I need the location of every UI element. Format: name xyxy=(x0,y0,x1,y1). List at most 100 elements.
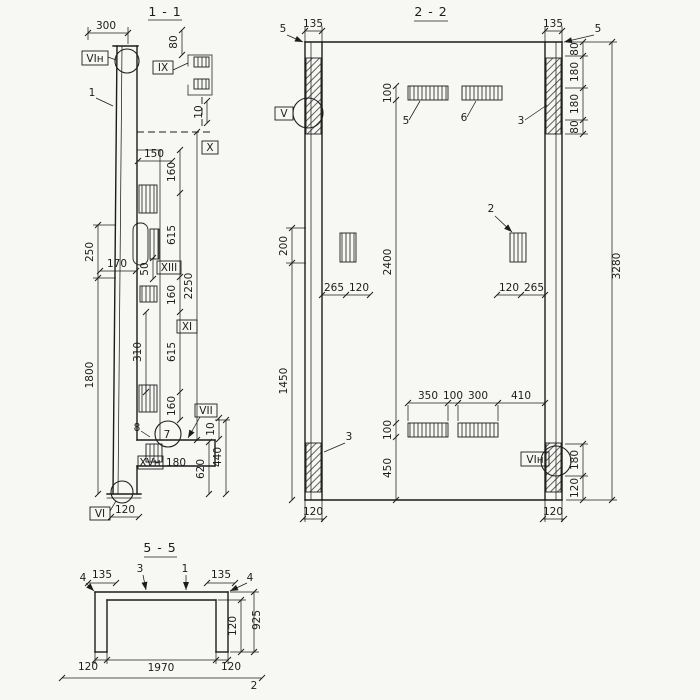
dim-120-bottom-right: 120 xyxy=(543,506,563,518)
embed-plate xyxy=(457,422,499,438)
dim-1450: 1450 xyxy=(278,368,290,395)
section-title: 2 - 2 xyxy=(414,4,447,19)
dim-135-left: 135 xyxy=(92,569,112,581)
section-2-2-outlines xyxy=(304,41,563,501)
slot-capsule xyxy=(132,222,149,266)
section-1-1-labels: 1 - 1 300 80 VIн IX 1 10 X 150 160 615 1… xyxy=(81,4,224,521)
label-VII: VII xyxy=(199,405,212,417)
dim-80-b: 80 xyxy=(569,120,581,133)
dim-410: 410 xyxy=(511,390,531,402)
pos-2: 2 xyxy=(251,680,258,692)
dim-200: 200 xyxy=(278,236,290,256)
column-hatch xyxy=(545,57,562,135)
detail-circle-VI xyxy=(110,480,134,504)
dim-160-b: 160 xyxy=(166,285,178,305)
embed-plate xyxy=(407,85,449,101)
pos-5: 5 xyxy=(403,115,410,127)
label-IX: IX xyxy=(158,62,168,74)
dim-180-a: 180 xyxy=(569,62,581,82)
label-VI: VI xyxy=(95,508,105,520)
dim-100-mid: 100 xyxy=(443,390,463,402)
dim-50: 50 xyxy=(139,262,151,275)
section-title: 1 - 1 xyxy=(148,4,181,19)
column-hatch xyxy=(305,57,322,135)
dim-3280: 3280 xyxy=(611,253,623,280)
dim-100-bottom: 100 xyxy=(382,420,394,440)
label-V: V xyxy=(280,108,288,120)
dim-135-right: 135 xyxy=(211,569,231,581)
dim-160-a: 160 xyxy=(166,162,178,182)
pos-6: 6 xyxy=(461,112,468,124)
dim-265-b: 265 xyxy=(524,282,544,294)
dim-135-right: 135 xyxy=(543,18,563,30)
dim-450: 450 xyxy=(382,458,394,478)
dim-1970: 1970 xyxy=(148,662,175,674)
dim-180: 180 xyxy=(166,457,186,469)
dim-10-top: 10 xyxy=(193,105,205,118)
section-2-2: 2 - 2 5 135 135 5 80 180 180 80 3280 180… xyxy=(274,4,623,523)
dim-5-left: 5 xyxy=(280,23,287,35)
label-X: X xyxy=(206,142,213,154)
dim-170: 170 xyxy=(107,258,127,270)
embed-plate xyxy=(339,232,357,263)
dim-350: 350 xyxy=(418,390,438,402)
pos-3: 3 xyxy=(137,563,144,575)
section-5-5-labels: 5 - 5 4 135 3 1 135 4 120 925 120 1970 1… xyxy=(78,540,263,692)
dim-2250: 2250 xyxy=(183,273,195,300)
label-XI: XI xyxy=(182,321,192,333)
dim-10-bottom: 10 xyxy=(205,422,217,435)
dim-250: 250 xyxy=(84,242,96,262)
pos-7: 7 xyxy=(164,429,171,441)
dim-120-leg-left: 120 xyxy=(78,661,98,673)
dim-80: 80 xyxy=(168,35,180,48)
dim-80-a: 80 xyxy=(569,42,581,55)
embed-plate xyxy=(145,443,163,463)
embed-plate xyxy=(139,285,158,303)
dim-5-right: 5 xyxy=(595,23,602,35)
dim-265-a: 265 xyxy=(324,282,344,294)
dim-120-height: 120 xyxy=(227,616,239,636)
dim-120-bottom-left: 120 xyxy=(303,506,323,518)
dim-180-b: 180 xyxy=(569,94,581,114)
embed-plate xyxy=(509,232,527,263)
column-hatch xyxy=(305,442,322,493)
detail-circle-7 xyxy=(154,420,182,448)
column-hatch xyxy=(545,442,562,493)
section-2-2-dims xyxy=(286,26,617,523)
dim-150: 150 xyxy=(144,148,164,160)
dim-135-left: 135 xyxy=(303,18,323,30)
label-XIII: XIII xyxy=(161,262,177,274)
dim-2400: 2400 xyxy=(382,249,394,276)
dim-440: 440 xyxy=(212,447,224,467)
dim-1800: 1800 xyxy=(84,362,96,389)
dim-120-leg-right: 120 xyxy=(221,661,241,673)
dim-925: 925 xyxy=(251,610,263,630)
detail-circle-VIn xyxy=(540,445,572,477)
embed-plate xyxy=(149,228,160,260)
embed-plate xyxy=(193,78,210,90)
label-VIn: VIн xyxy=(86,53,103,65)
section-5-5: 5 - 5 4 135 3 1 135 4 120 925 120 1970 1… xyxy=(58,540,266,692)
section-5-5-outlines xyxy=(94,591,229,653)
label-XVn: XVн xyxy=(139,457,160,469)
pos-4-left: 4 xyxy=(80,572,87,584)
dim-120-b: 120 xyxy=(499,282,519,294)
embed-plate xyxy=(461,85,503,101)
dim-615-a: 615 xyxy=(166,225,178,245)
pos-1: 1 xyxy=(89,87,96,99)
pos-3-bottom: 3 xyxy=(346,431,353,443)
embed-plate xyxy=(407,422,449,438)
embed-plate xyxy=(138,184,158,214)
dim-180-c: 180 xyxy=(569,450,581,470)
section-2-2-labels: 2 - 2 5 135 135 5 80 180 180 80 3280 180… xyxy=(274,4,623,518)
dim-160-c: 160 xyxy=(166,396,178,416)
section-1-1-dims xyxy=(84,26,230,521)
detail-circle-VIn xyxy=(114,48,140,74)
dim-120-a: 120 xyxy=(349,282,369,294)
dim-615-b: 615 xyxy=(166,342,178,362)
pos-8: 8 xyxy=(134,422,141,434)
pos-3-top: 3 xyxy=(518,115,525,127)
dim-300: 300 xyxy=(468,390,488,402)
